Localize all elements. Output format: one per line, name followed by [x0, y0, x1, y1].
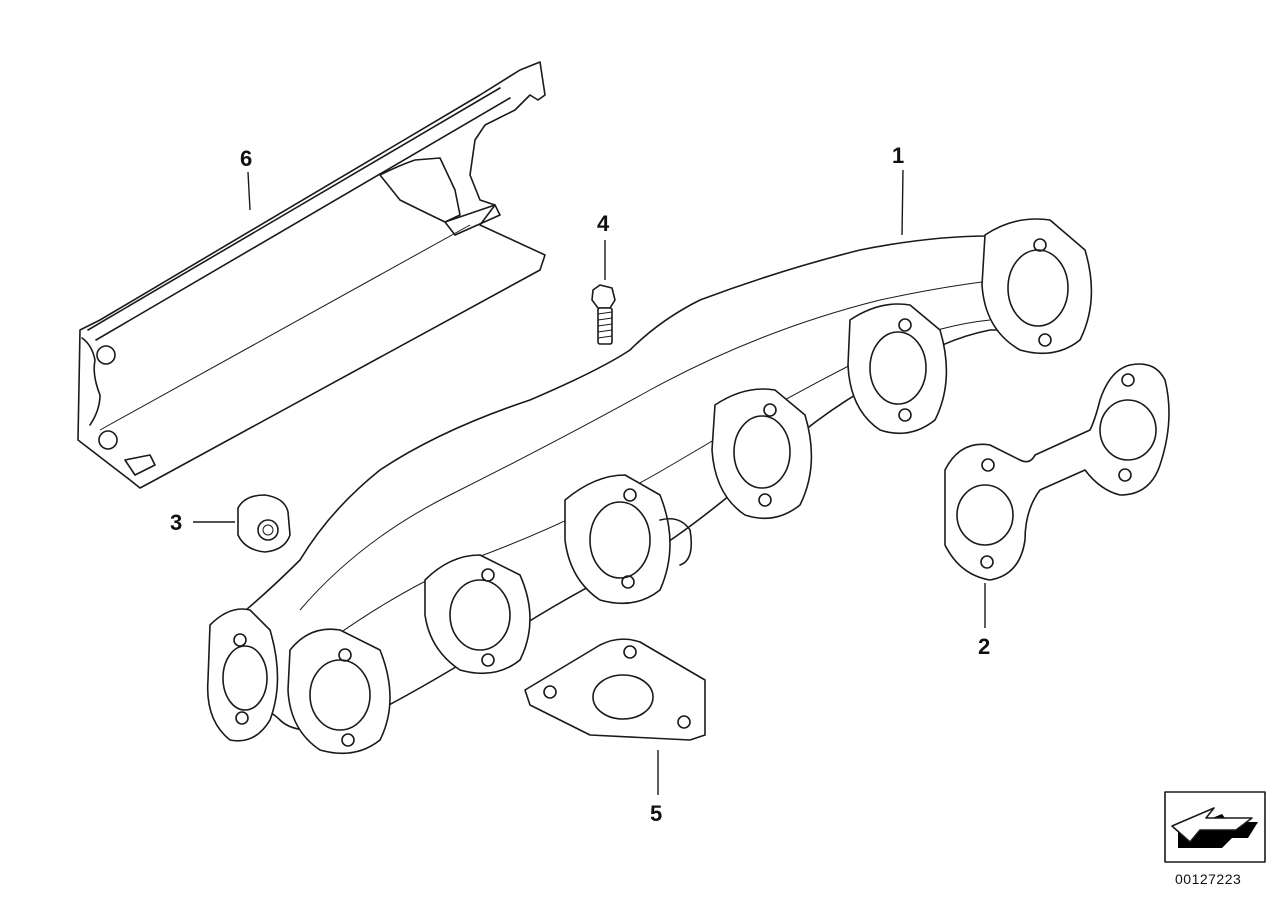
leader-1: [901, 169, 904, 236]
manifold-flange-4: [564, 474, 671, 605]
callout-6: 6: [240, 146, 253, 171]
callout-2: 2: [978, 634, 991, 659]
nut-part-3: [237, 494, 291, 553]
manifold-flange-6: [847, 303, 948, 435]
leader-6: [247, 171, 251, 211]
heat-shield-part-6: [77, 61, 546, 489]
gasket-part-2: [944, 363, 1170, 581]
manifold-flange-7: [981, 218, 1093, 355]
manifold-flange-1: [206, 608, 279, 742]
manifold-flange-3: [424, 554, 531, 675]
bolt-part-4: [591, 284, 616, 345]
document-number: 00127223: [1175, 871, 1242, 887]
callout-4: 4: [597, 211, 610, 236]
callout-3: 3: [170, 510, 183, 535]
direction-arrow-icon: [1164, 791, 1266, 863]
gasket-part-5: [524, 638, 706, 741]
exhaust-manifold-part-1: [206, 218, 1093, 755]
callout-1: 1: [892, 143, 905, 168]
manifold-flange-5: [711, 388, 813, 520]
callout-5: 5: [650, 801, 663, 826]
manifold-flange-2: [287, 628, 391, 755]
